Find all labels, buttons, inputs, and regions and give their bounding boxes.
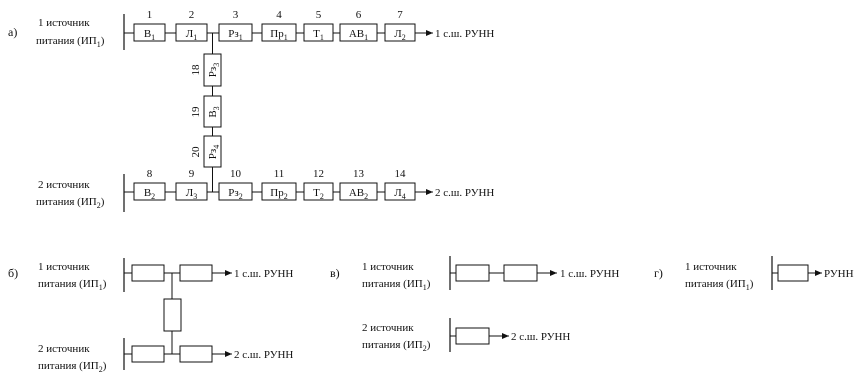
part-v-block-bottom-1 [455, 327, 490, 345]
block-3: 3 Рз1 [218, 9, 253, 42]
part-b-label: б) [8, 266, 18, 280]
part-g-label: г) [654, 266, 663, 280]
part-g-source1-line1: 1 источник [685, 261, 737, 273]
block-12: 12 Т2 [303, 168, 334, 201]
block-14-number: 14 [395, 168, 407, 180]
part-v-output-bottom: 2 с.ш. РУНН [511, 331, 570, 343]
part-g: г) 1 источник питания (ИП1) РУНН [654, 256, 854, 292]
part-v: в) 1 источник питания (ИП1) 1 с.ш. РУНН … [330, 256, 619, 353]
part-g-block [777, 264, 809, 282]
block-6: 6 АВ1 [339, 9, 378, 42]
part-a-source1-line2: питания (ИП1) [36, 35, 105, 49]
block-9-number: 9 [189, 168, 195, 180]
block-19: 19 В3 [190, 95, 222, 128]
part-v-source2-line2: питания (ИП2) [362, 339, 431, 353]
part-a-output-top: 1 с.ш. РУНН [435, 28, 494, 40]
block-18-number: 18 [190, 64, 202, 76]
part-a-output-bottom: 2 с.ш. РУНН [435, 187, 494, 199]
part-b-block-vertical [163, 298, 182, 332]
part-a-source2-line1: 2 источник [38, 179, 90, 191]
part-v-source1-line1: 1 источник [362, 261, 414, 273]
block-12-number: 12 [313, 168, 324, 180]
part-v-output-top: 1 с.ш. РУНН [560, 268, 619, 280]
block-4: 4 Пр1 [261, 9, 297, 42]
block-18: 18 Рз3 [190, 53, 222, 87]
block-4-number: 4 [276, 9, 282, 21]
block-11-label: Пр2 [270, 187, 287, 201]
block-8-number: 8 [147, 168, 153, 180]
block-8-label: В2 [144, 187, 155, 201]
part-b-block-bottom-2 [179, 345, 213, 363]
block-13-number: 13 [353, 168, 365, 180]
block-11: 11 Пр2 [261, 168, 297, 201]
part-b-source2-line2: питания (ИП2) [38, 360, 107, 372]
part-b-block-bottom-1 [131, 345, 165, 363]
part-b-source2-line1: 2 источник [38, 343, 90, 355]
part-b-output-bottom: 2 с.ш. РУНН [234, 349, 293, 361]
block-5: 5 Т1 [303, 9, 334, 42]
block-12-label: Т2 [313, 187, 324, 201]
block-1: 1 В1 [133, 9, 166, 42]
block-18-label: Рз3 [207, 63, 221, 77]
block-13: 13 АВ2 [339, 168, 378, 201]
part-v-block-top-1 [455, 264, 490, 282]
block-9-label: Л3 [186, 187, 197, 201]
block-8: 8 В2 [133, 168, 166, 201]
part-b-source1-line1: 1 источник [38, 261, 90, 273]
part-v-block-top-2 [503, 264, 538, 282]
part-g-source1-line2: питания (ИП1) [685, 278, 754, 292]
block-9: 9 Л3 [175, 168, 208, 201]
block-20: 20 Рз4 [190, 135, 222, 168]
part-b-block-top-2 [179, 264, 213, 282]
block-6-label: АВ1 [349, 28, 368, 42]
block-20-number: 20 [190, 146, 202, 158]
part-b-source1-line2: питания (ИП1) [38, 278, 107, 292]
part-a: а) 1 источник питания (ИП1) 2 источник п… [8, 9, 494, 212]
block-5-label: Т1 [313, 28, 324, 42]
block-1-number: 1 [147, 9, 153, 21]
part-v-label: в) [330, 266, 340, 280]
part-g-output: РУНН [824, 268, 854, 280]
part-a-source1-line1: 1 источник [38, 17, 90, 29]
block-2-number: 2 [189, 9, 195, 21]
part-v-source2-line1: 2 источник [362, 322, 414, 334]
block-3-label: Рз1 [228, 28, 242, 42]
block-7-label: Л2 [394, 28, 405, 42]
block-7-number: 7 [397, 9, 403, 21]
part-b: б) 1 источник питания (ИП1) 2 источник п… [8, 258, 293, 372]
block-11-number: 11 [274, 168, 285, 180]
block-7: 7 Л2 [384, 9, 416, 42]
block-3-number: 3 [233, 9, 239, 21]
part-b-output-top: 1 с.ш. РУНН [234, 268, 293, 280]
block-10-label: Рз2 [228, 187, 242, 201]
part-a-source2-line2: питания (ИП2) [36, 196, 105, 210]
block-10-number: 10 [230, 168, 242, 180]
block-13-label: АВ2 [349, 187, 368, 201]
part-b-block-top-1 [131, 264, 165, 282]
block-1-label: В1 [144, 28, 155, 42]
block-19-label: В3 [207, 106, 221, 117]
block-10: 10 Рз2 [218, 168, 253, 201]
block-14: 14 Л4 [384, 168, 416, 201]
block-4-label: Пр1 [270, 28, 287, 42]
block-6-number: 6 [356, 9, 362, 21]
block-2-label: Л1 [186, 28, 197, 42]
block-14-label: Л4 [394, 187, 405, 201]
part-a-label: а) [8, 25, 17, 39]
block-2: 2 Л1 [175, 9, 208, 42]
block-20-label: Рз4 [207, 145, 221, 159]
block-19-number: 19 [190, 106, 202, 118]
part-v-source1-line2: питания (ИП1) [362, 278, 431, 292]
block-5-number: 5 [316, 9, 322, 21]
